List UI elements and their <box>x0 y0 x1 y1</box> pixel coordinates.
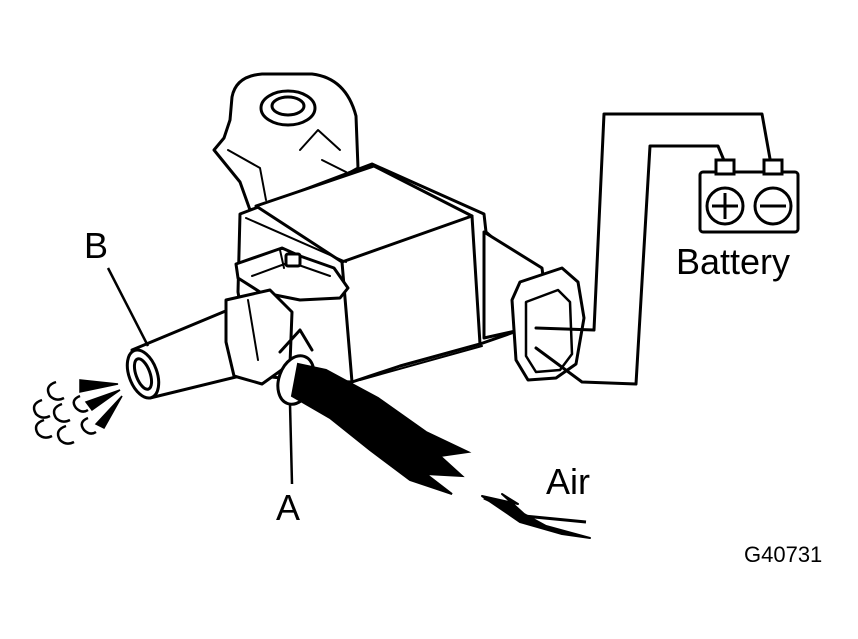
battery <box>698 158 800 234</box>
battery-wires <box>534 112 774 386</box>
label-air: Air <box>546 461 590 502</box>
label-battery: Battery <box>676 241 790 282</box>
connector-housing <box>482 230 586 382</box>
solenoid-body <box>236 162 548 384</box>
mounting-bracket <box>212 72 360 212</box>
exhaust-spray-icon <box>79 379 123 429</box>
air-flow-arrow-tail <box>483 496 587 524</box>
hose-clip <box>234 246 350 302</box>
positive-terminal <box>714 158 736 176</box>
air-flow-arrow <box>481 493 591 539</box>
exhaust-puffs-icon <box>32 380 97 445</box>
label-port-a: A <box>276 487 300 528</box>
figure-code: G40731 <box>744 542 822 567</box>
label-port-b: B <box>84 225 108 266</box>
leader-lines <box>106 267 294 485</box>
port-b-pipe <box>125 288 294 400</box>
negative-terminal <box>762 158 784 176</box>
air-hose <box>290 362 472 495</box>
